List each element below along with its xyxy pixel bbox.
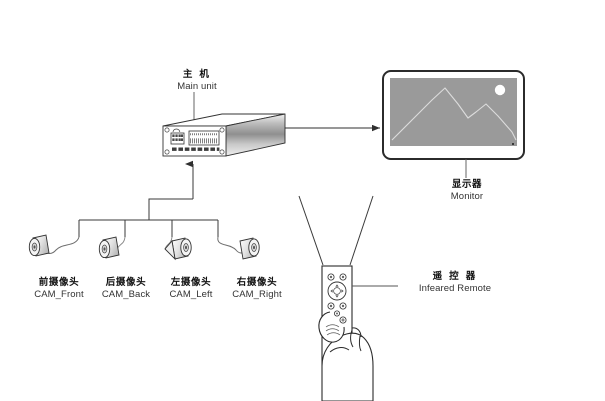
- label-camera-right: 右摄像头 CAM_Right: [221, 277, 293, 300]
- label-main-unit-cn: 主 机: [182, 69, 212, 80]
- hand-thumb-creases: [325, 324, 341, 336]
- camera-icon-right: [217, 236, 260, 260]
- remote-button-power-dot: [329, 275, 333, 279]
- label-main-unit: 主 机 Main unit: [162, 69, 232, 92]
- camera-aperture-right: [253, 245, 255, 250]
- ir-beam-right: [349, 195, 374, 266]
- camera-cable-back: [116, 236, 126, 250]
- remote-button-forward-dot: [341, 304, 345, 308]
- label-monitor-en: Monitor: [450, 190, 484, 202]
- screw-icon: [219, 127, 225, 133]
- camera-icon-left: [164, 236, 192, 261]
- camera-aperture-left: [185, 245, 187, 250]
- remote-button-play-dot: [336, 312, 338, 315]
- dpad-up-icon[interactable]: [335, 284, 339, 287]
- dpad-right-icon[interactable]: [341, 289, 344, 293]
- screw-icon: [164, 149, 170, 155]
- label-camera-left: 左摄像头 CAM_Left: [155, 277, 227, 300]
- label-camera-front-cn: 前摄像头: [38, 277, 80, 288]
- label-camera-front: 前摄像头 CAM_Front: [23, 277, 95, 300]
- screw-icon: [164, 127, 170, 133]
- camera-icon-back: [98, 236, 126, 259]
- remote-button-rewind-dot: [329, 304, 333, 308]
- main-unit-icon: [162, 92, 286, 157]
- ir-beam-left: [298, 195, 324, 266]
- label-camera-front-en: CAM_Front: [34, 288, 84, 300]
- label-camera-back-en: CAM_Back: [101, 288, 151, 300]
- ir-beam-lines: [298, 195, 374, 266]
- camera-icon-front: [28, 234, 80, 257]
- label-main-unit-en: Main unit: [177, 80, 217, 92]
- hand-icon: [318, 311, 374, 401]
- dpad-left-icon[interactable]: [330, 289, 333, 293]
- unit-vent-slots: [172, 147, 220, 151]
- screw-icon: [219, 149, 225, 155]
- remote-dpad-ok-button[interactable]: [333, 287, 341, 295]
- monitor-screen-sun-icon: [494, 84, 506, 96]
- label-camera-back: 后摄像头 CAM_Back: [90, 277, 162, 300]
- label-monitor-cn: 显示器: [451, 179, 483, 190]
- monitor-screen-mountain-art: [391, 87, 517, 141]
- label-camera-right-en: CAM_Right: [232, 288, 282, 300]
- label-remote-en: Infeared Remote: [418, 282, 492, 294]
- label-camera-left-en: CAM_Left: [169, 288, 213, 300]
- camera-aperture-back: [103, 247, 106, 251]
- connector-pins: [172, 134, 183, 141]
- power-led-icon: [512, 143, 514, 145]
- label-camera-back-cn: 后摄像头: [105, 277, 147, 288]
- label-remote-cn: 遥 控 器: [432, 271, 478, 282]
- hand-thumb: [318, 311, 345, 343]
- camera-bus-wiring: [78, 160, 219, 237]
- label-remote: 遥 控 器 Infeared Remote: [400, 271, 510, 294]
- dpad-down-icon[interactable]: [335, 295, 339, 298]
- label-monitor: 显示器 Monitor: [422, 179, 512, 202]
- label-camera-right-cn: 右摄像头: [236, 277, 278, 288]
- label-camera-left-cn: 左摄像头: [170, 277, 212, 288]
- remote-button-menu-dot: [341, 275, 345, 279]
- hand-finger-lines: [350, 329, 362, 352]
- camera-aperture-front: [33, 245, 36, 249]
- hand-knuckle-line: [329, 347, 350, 353]
- unit-handle-icon: [172, 128, 181, 133]
- camera-mount-left: [164, 239, 176, 261]
- monitor-icon: [382, 70, 525, 178]
- bus-elbow: [148, 198, 193, 220]
- hand-index-finger: [351, 327, 362, 338]
- terminal-pins: [190, 133, 217, 144]
